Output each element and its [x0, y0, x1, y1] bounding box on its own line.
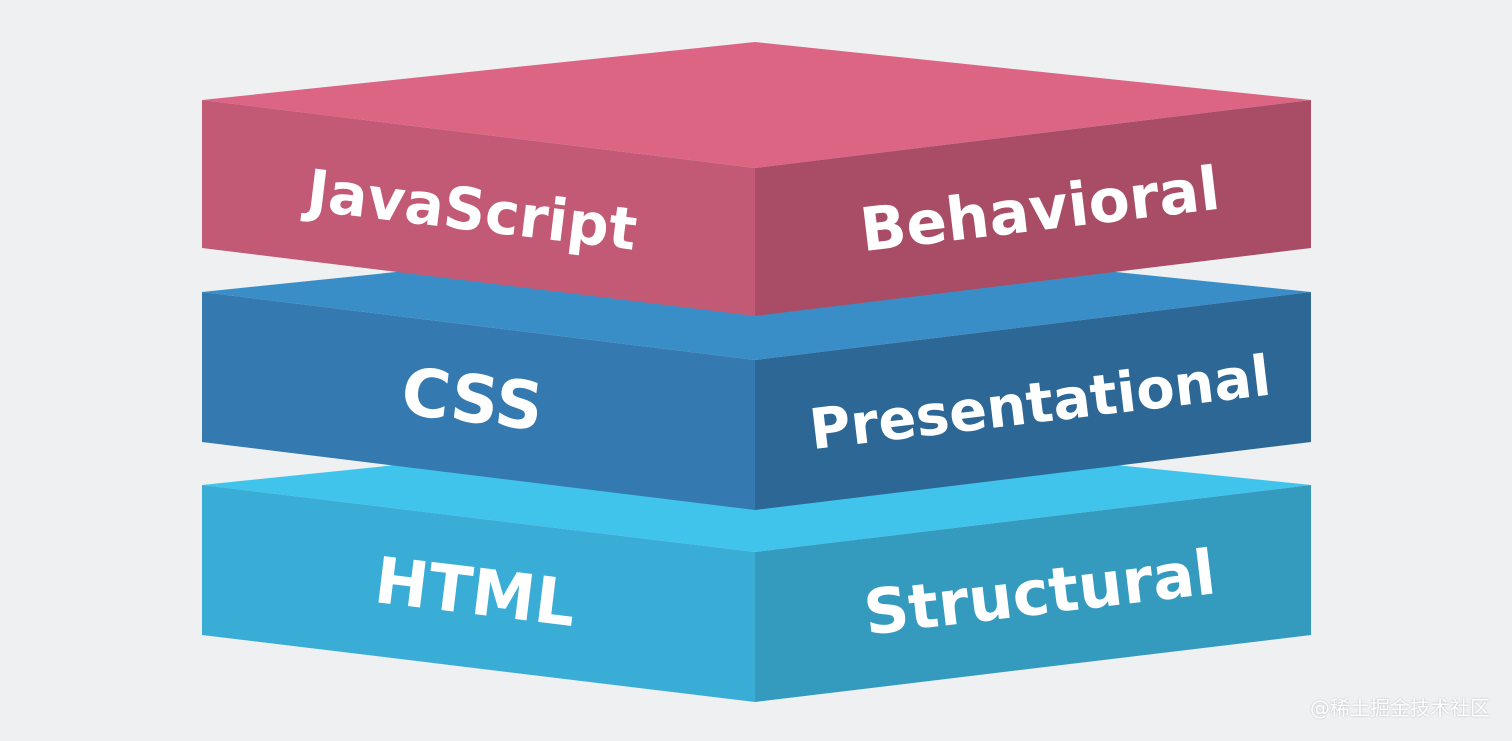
layer-css-left-label: CSS [397, 353, 547, 446]
layer-javascript-left-face [202, 100, 755, 316]
layer-html-left-face [202, 485, 755, 702]
layer-css-right-face [755, 292, 1311, 510]
layer-css-left-face [202, 292, 755, 510]
watermark-text: @稀土掘金技术社区 [1310, 696, 1490, 720]
layer-javascript-top-face [202, 42, 1311, 168]
layer-javascript: JavaScript Behavioral [202, 42, 1311, 316]
layer-javascript-right-face [755, 100, 1311, 316]
layer-html-right-face [755, 485, 1311, 702]
